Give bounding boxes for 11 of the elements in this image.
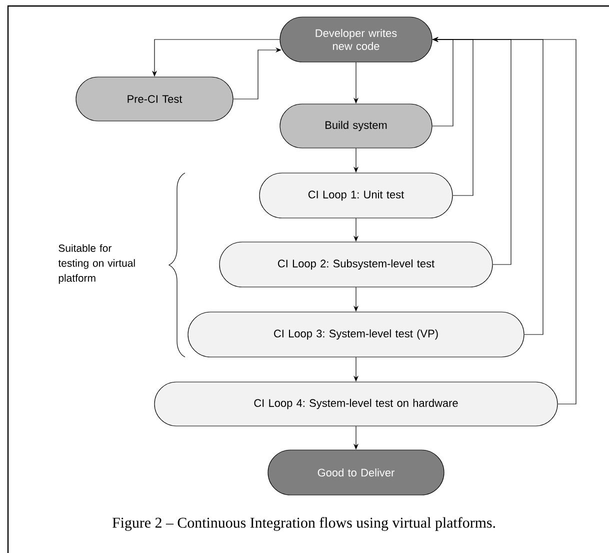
- process-box: Good to Deliver: [268, 450, 444, 496]
- process-box: CI Loop 4: System-level test on hardware: [154, 382, 558, 426]
- process-box: Build system: [280, 104, 432, 148]
- process-box: CI Loop 1: Unit test: [259, 172, 453, 218]
- process-box: Pre-CI Test: [76, 76, 234, 122]
- figure-caption: Figure 2 – Continuous Integration flows using virtual platforms.: [112, 517, 496, 531]
- process-box: CI Loop 3: System-level test (VP): [188, 312, 524, 358]
- arrow: [233, 47, 282, 100]
- side-note: Suitable for testing on virtual platform: [58, 244, 135, 284]
- process-box: CI Loop 2: Subsystem-level test: [219, 242, 493, 288]
- process-box: Developer writes new code: [280, 16, 432, 62]
